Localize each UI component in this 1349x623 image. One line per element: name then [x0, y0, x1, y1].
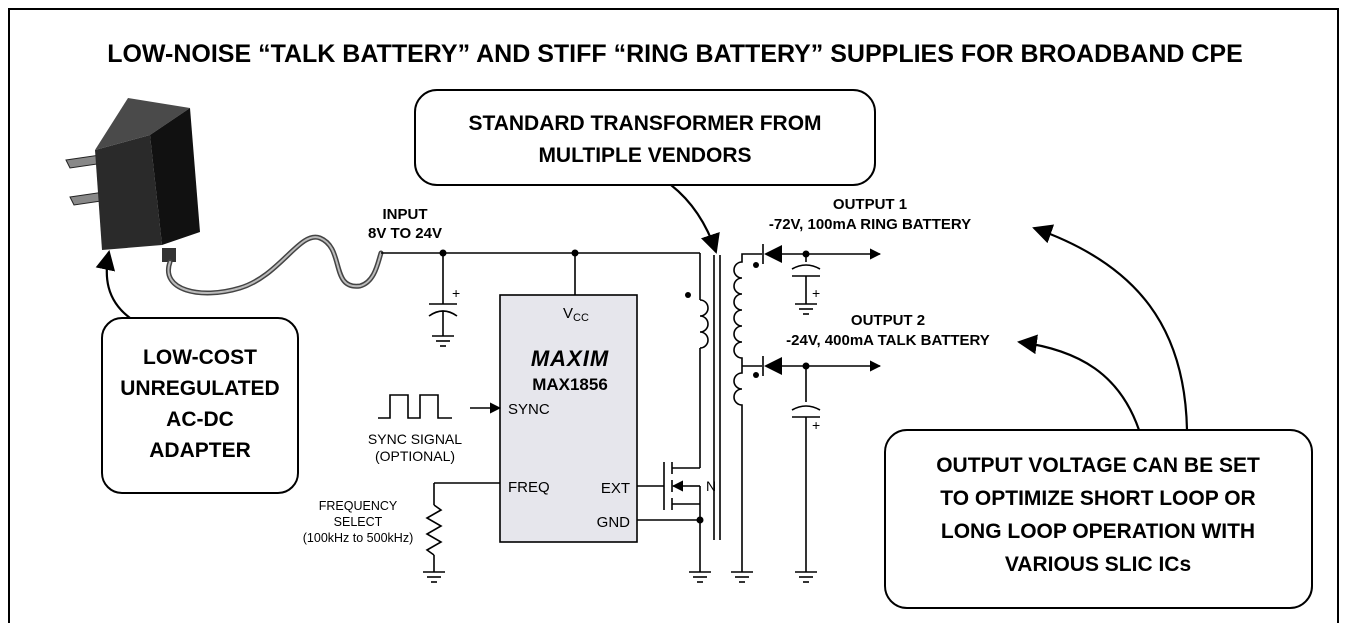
svg-text:AC-DC: AC-DC [166, 408, 234, 431]
svg-text:-72V, 100mA RING BATTERY: -72V, 100mA RING BATTERY [769, 216, 971, 233]
svg-text:LOW-COST: LOW-COST [143, 346, 257, 369]
transformer-core [713, 255, 721, 540]
svg-text:FREQUENCY: FREQUENCY [319, 499, 398, 513]
diagram-frame [8, 8, 1339, 623]
pin-freq: FREQ [508, 479, 550, 496]
svg-text:UNREGULATED: UNREGULATED [120, 377, 279, 400]
svg-text:SYNC SIGNAL: SYNC SIGNAL [368, 431, 462, 447]
adapter-callout: LOW-COST UNREGULATED AC-DC ADAPTER [95, 250, 299, 494]
svg-text:VARIOUS SLIC ICs: VARIOUS SLIC ICs [1005, 553, 1191, 576]
output-2: + OUTPUT 2 -24V, 400mA TALK BATTERY [742, 312, 990, 583]
output-1: + OUTPUT 1 -72V, 100mA RING BATTERY [741, 196, 971, 315]
maxim-logo: MAXIM [531, 346, 609, 371]
input-capacitor: + [428, 253, 460, 347]
svg-text:STANDARD TRANSFORMER FROM: STANDARD TRANSFORMER FROM [468, 112, 821, 135]
transformer-primary [685, 253, 709, 458]
input-label: INPUT [383, 206, 428, 223]
svg-text:(OPTIONAL): (OPTIONAL) [375, 448, 455, 464]
svg-text:OUTPUT 2: OUTPUT 2 [851, 312, 925, 329]
svg-text:OUTPUT 1: OUTPUT 1 [833, 196, 907, 213]
frequency-select-resistor: FREQUENCY SELECT (100kHz to 500kHz) [303, 482, 500, 583]
transformer-secondary [731, 255, 759, 583]
chip-name: MAX1856 [532, 375, 608, 394]
svg-text:TO OPTIMIZE SHORT LOOP OR: TO OPTIMIZE SHORT LOOP OR [940, 487, 1255, 510]
pin-vcc: VCC [563, 305, 589, 324]
svg-text:LONG LOOP OPERATION WITH: LONG LOOP OPERATION WITH [941, 520, 1255, 543]
svg-text:ADAPTER: ADAPTER [149, 439, 251, 462]
svg-text:+: + [812, 417, 820, 433]
sync-signal: SYNC SIGNAL (OPTIONAL) [368, 394, 502, 464]
mosfet: N [637, 458, 716, 520]
transformer-callout: STANDARD TRANSFORMER FROM MULTIPLE VENDO… [414, 89, 876, 254]
svg-text:OUTPUT VOLTAGE CAN BE SET: OUTPUT VOLTAGE CAN BE SET [936, 454, 1260, 477]
svg-text:-24V, 400mA TALK BATTERY: -24V, 400mA TALK BATTERY [786, 332, 990, 349]
pin-sync: SYNC [508, 401, 550, 418]
input-range: 8V TO 24V [368, 225, 442, 242]
svg-text:MULTIPLE VENDORS: MULTIPLE VENDORS [538, 144, 751, 167]
svg-text:N: N [706, 478, 716, 494]
svg-text:(100kHz to 500kHz): (100kHz to 500kHz) [303, 531, 413, 545]
pin-ext: EXT [601, 480, 630, 497]
svg-text:SELECT: SELECT [334, 515, 383, 529]
pin-gnd: GND [597, 514, 631, 531]
diagram-title: LOW-NOISE “TALK BATTERY” AND STIFF “RING… [107, 40, 1243, 68]
max1856-chip: VCC MAXIM MAX1856 SYNC FREQ EXT GND [499, 294, 638, 543]
ac-adapter-icon [65, 98, 384, 296]
svg-text:+: + [452, 285, 460, 301]
svg-text:+: + [812, 285, 820, 301]
output-voltage-callout: OUTPUT VOLTAGE CAN BE SET TO OPTIMIZE SH… [884, 224, 1313, 609]
